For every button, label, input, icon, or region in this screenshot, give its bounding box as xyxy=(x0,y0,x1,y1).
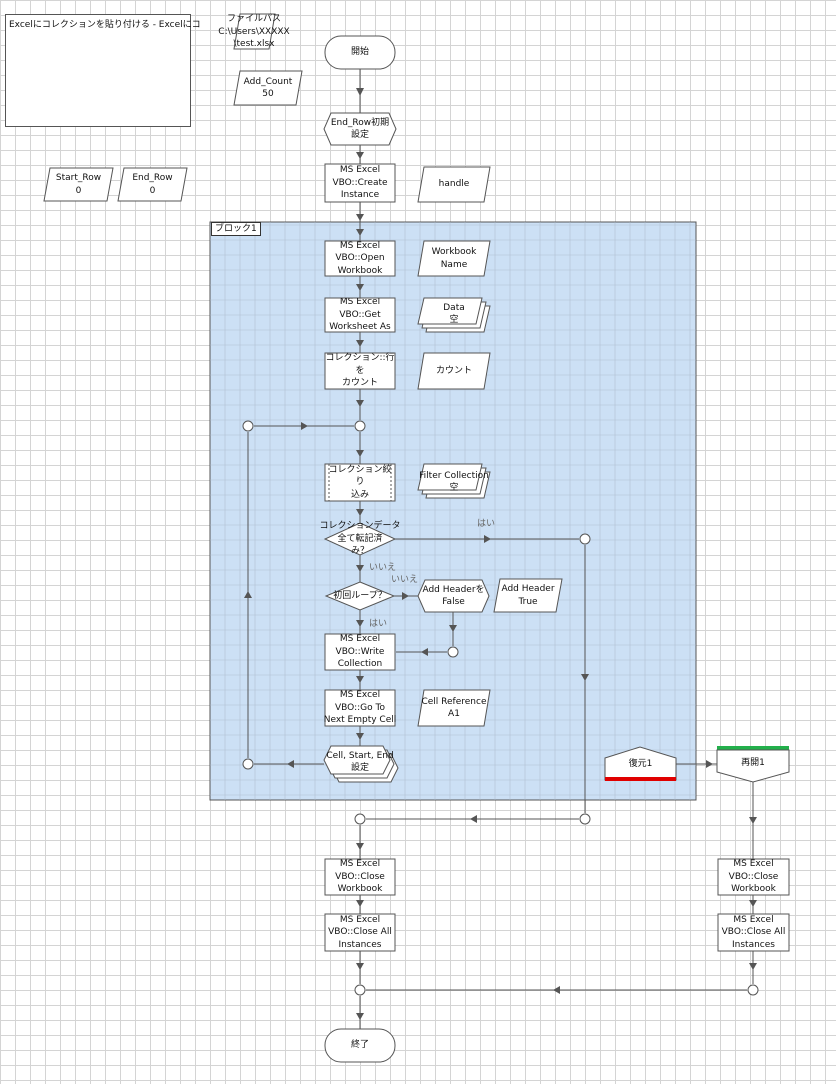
end-row-init-node[interactable] xyxy=(323,112,397,146)
recover-node[interactable] xyxy=(604,746,677,781)
end-row-data-shape[interactable] xyxy=(117,167,188,202)
filter-collection-shape[interactable] xyxy=(417,463,491,499)
add-count-data-shape[interactable] xyxy=(233,70,303,106)
resume-label: 再開1 xyxy=(741,757,765,768)
close-workbook-2-label: MS Excel VBO::Close Workbook xyxy=(728,859,779,895)
recover-label: 復元1 xyxy=(628,758,653,769)
filter-label: コレクション絞り 込み xyxy=(328,464,392,500)
workbook-name-label: Workbook Name xyxy=(431,247,477,270)
start-row-label: Start_Row 0 xyxy=(55,173,102,196)
file-path-data-shape[interactable] xyxy=(233,13,276,50)
workbook-name-data-shape[interactable] xyxy=(417,240,491,277)
add-header-false-label: Add Headerを False xyxy=(422,584,485,608)
close-all-2-node[interactable] xyxy=(717,913,790,952)
cell-start-end-label: Cell, Start, End 設定 xyxy=(326,750,394,774)
filter-node[interactable] xyxy=(324,463,396,502)
end-row-label: End_Row 0 xyxy=(132,173,173,196)
arrow-heads xyxy=(244,152,757,1020)
add-header-false-node[interactable] xyxy=(417,579,490,613)
get-worksheet-label: MS Excel VBO::Get Worksheet As xyxy=(329,298,391,332)
count-rows-node[interactable] xyxy=(324,352,396,390)
branch-yes-2: はい xyxy=(369,619,388,629)
all-done-label: コレクションデータ 全て転記済 み？ xyxy=(319,521,401,557)
close-workbook-2-node[interactable] xyxy=(717,858,790,896)
open-workbook-label: MS Excel VBO::Open Workbook xyxy=(335,240,385,276)
go-to-next-node[interactable] xyxy=(324,689,396,727)
count-label: カウント xyxy=(435,365,472,376)
branch-yes-1: はい xyxy=(477,519,496,529)
note-box[interactable]: Excelにコレクションを貼り付ける - Excelにコ xyxy=(5,14,201,127)
handle-label: handle xyxy=(438,179,470,190)
cell-reference-label: Cell Reference A1 xyxy=(421,696,487,720)
close-all-2-label: MS Excel VBO::Close All Instances xyxy=(721,914,786,950)
add-count-label: Add_Count 50 xyxy=(243,76,293,100)
open-workbook-node[interactable] xyxy=(324,240,396,277)
data-collection-shape[interactable] xyxy=(417,297,491,333)
data-label: Data 空 xyxy=(443,302,465,326)
end-row-init-label: End_Row初期 設定 xyxy=(330,117,390,141)
add-header-true-data-shape[interactable] xyxy=(493,578,563,613)
all-done-decision[interactable] xyxy=(323,522,397,556)
create-instance-label: MS Excel VBO::Create Instance xyxy=(332,165,388,201)
close-all-label: MS Excel VBO::Close All Instances xyxy=(328,914,392,950)
go-to-next-label: MS Excel VBO::Go To Next Empty Cell xyxy=(323,690,397,726)
write-collection-label: MS Excel VBO::Write Collection xyxy=(335,634,385,670)
count-rows-label: コレクション::行を カウント xyxy=(325,353,395,389)
junction-points xyxy=(242,420,759,996)
close-all-node[interactable] xyxy=(324,913,396,952)
start-label: 開始 xyxy=(350,47,369,58)
note-text: Excelにコレクションを貼り付ける - Excelにコ xyxy=(9,20,201,30)
cell-start-end-node[interactable] xyxy=(323,745,399,783)
get-worksheet-node[interactable] xyxy=(324,297,396,333)
end-node[interactable] xyxy=(324,1028,396,1063)
first-loop-decision[interactable] xyxy=(324,581,396,611)
add-header-true-label: Add Header True xyxy=(501,584,555,607)
write-collection-node[interactable] xyxy=(324,633,396,671)
first-loop-label: 初回ループ？ xyxy=(333,590,387,601)
resume-node[interactable] xyxy=(716,746,790,783)
close-workbook-label: MS Excel VBO::Close Workbook xyxy=(335,859,385,895)
start-row-data-shape[interactable] xyxy=(43,167,114,202)
end-label: 終了 xyxy=(350,1040,369,1051)
branch-no-1: いいえ xyxy=(369,563,397,573)
close-workbook-node[interactable] xyxy=(324,858,396,896)
count-data-shape[interactable] xyxy=(417,352,491,390)
block-label: ブロック1 xyxy=(211,222,261,236)
handle-data-shape[interactable] xyxy=(417,166,491,203)
filter-collection-label: Filter Collection 空 xyxy=(419,470,489,494)
create-instance-node[interactable] xyxy=(324,163,396,203)
start-node[interactable] xyxy=(324,35,396,70)
cell-reference-data-shape[interactable] xyxy=(417,689,491,727)
file-path-label: ファイルパス C:\Users\XXXXX \test.xlsx xyxy=(218,14,290,50)
branch-no-2: いいえ xyxy=(391,575,419,585)
